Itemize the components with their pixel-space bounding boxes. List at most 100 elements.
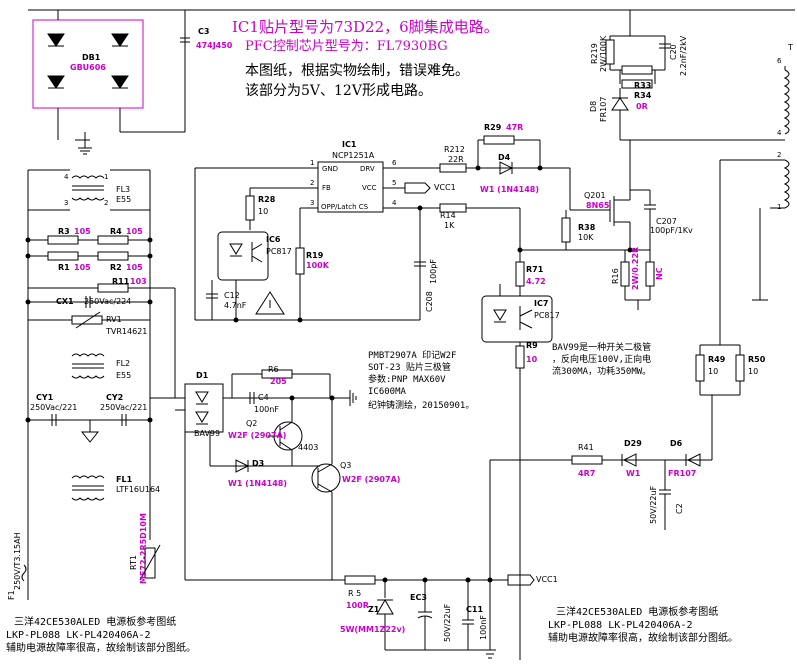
ec3-value: 50V/22uF xyxy=(443,603,452,642)
c12-value: 4.7nF xyxy=(224,301,247,310)
r33-ref: R33 xyxy=(634,81,652,90)
r6-value: 205 xyxy=(270,377,287,386)
c20-value: 2.2nF/2kV xyxy=(679,35,688,76)
r28-value: 10 xyxy=(258,207,269,216)
c11-value: 100nF xyxy=(479,615,488,640)
bav99-note-line3: 流300MA，功耗350MW。 xyxy=(552,367,652,377)
footer-right-line1: 三洋42CE530ALED 电源板参考图纸 xyxy=(556,607,719,618)
q2-ref: Q2 xyxy=(246,419,258,428)
r1-value: 105 xyxy=(74,263,91,272)
fl3-ref: FL3 xyxy=(116,185,131,194)
ic1-ref: IC1 xyxy=(342,140,357,149)
fl3-pin3: 3 xyxy=(64,199,69,207)
rt1-ref: RT1 xyxy=(129,555,138,570)
r71-value: 4.72 xyxy=(526,277,546,286)
fl2-ref: FL2 xyxy=(116,359,131,368)
c4-ref: C4 xyxy=(258,393,269,402)
r11-value: 103 xyxy=(130,277,147,286)
c3-ref: C3 xyxy=(198,27,210,36)
r14-value: 1K xyxy=(444,221,455,230)
ic1-pin-gnd: GND xyxy=(322,165,339,173)
r50-ref: R50 xyxy=(748,355,766,364)
r5-value: 100R xyxy=(346,601,369,610)
ec3-ref: EC3 xyxy=(410,593,427,602)
ic6-value: PC817 xyxy=(266,247,292,256)
c207-ref: C207 xyxy=(656,217,677,226)
r50-value: 10 xyxy=(748,367,759,376)
r4-ref: R4 xyxy=(110,227,122,236)
d6-value: FR107 xyxy=(668,469,697,478)
c2-value: 50V/22uF xyxy=(649,485,658,524)
r38-value: 10K xyxy=(578,233,594,242)
c3-value: 474J450 xyxy=(196,41,233,50)
q201-ref: Q201 xyxy=(584,191,606,200)
r212-value: 22R xyxy=(448,155,464,164)
c2-ref: C2 xyxy=(675,503,684,514)
ic1-box xyxy=(317,161,384,213)
z1-ref: Z1 xyxy=(368,605,380,614)
r9-ref: R9 xyxy=(526,341,538,350)
t-pin6: 6 xyxy=(777,57,782,65)
d1-value: BAV99 xyxy=(194,429,221,438)
ic1-pin2-num: 2 xyxy=(310,179,315,187)
r5-ref: R 5 xyxy=(348,589,362,598)
ic7-ref: IC7 xyxy=(534,299,549,308)
f1-ref: F1 xyxy=(7,590,16,600)
t-pin4: 4 xyxy=(777,129,782,137)
c20-ref: C20 xyxy=(669,44,678,60)
note-circuit-purpose: 该部分为5V、12V形成电路。 xyxy=(245,83,432,99)
ic1-pin4-num: 4 xyxy=(392,199,397,207)
bridge-rectifier-box xyxy=(32,19,144,109)
r2-ref: R2 xyxy=(110,263,122,272)
d3-ref: D3 xyxy=(252,459,265,468)
ic1-pin-opp: OPP/Latch CS xyxy=(321,203,369,211)
r16-ref: R16 xyxy=(611,268,620,284)
note-drawing-disclaimer: 本图纸，根据实物绘制，错误难免。 xyxy=(245,63,469,79)
rt1-value: MF72-2R5D10M xyxy=(139,513,148,584)
d8-ref: D8 xyxy=(589,100,598,112)
fl1-value: LTF16U164 xyxy=(116,485,161,494)
footer-left-line1: 三洋42CE530ALED 电源板参考图纸 xyxy=(14,617,177,628)
d29-ref: D29 xyxy=(624,439,642,448)
fl3-pin1: 1 xyxy=(104,173,109,181)
q3-value: W2F (2907A) xyxy=(342,475,401,484)
transistor-note-line5: 纪钟铸测绘，20150901。 xyxy=(368,401,475,411)
r212-ref: R212 xyxy=(444,145,465,154)
c11-ref: C11 xyxy=(466,605,484,614)
fl2-value: E55 xyxy=(116,371,132,380)
d6-ref: D6 xyxy=(670,439,683,448)
r41-ref: R41 xyxy=(578,443,594,452)
vcc1-top-label: VCC1 xyxy=(434,183,456,192)
d4-value: W1 (1N4148) xyxy=(480,185,540,194)
footer-right-line3: 辅助电源故障率很高，故绘制该部分图纸。 xyxy=(548,633,738,644)
note-pfc-chip: PFC控制芯片型号为：FL7930BG xyxy=(245,39,448,54)
r19-ref: R19 xyxy=(306,251,324,260)
nc-label: NC xyxy=(655,267,664,280)
rv1-value: TVR14621 xyxy=(106,327,148,336)
q3-ref: Q3 xyxy=(340,461,352,470)
r3-value: 105 xyxy=(74,227,91,236)
bav99-note-line1: BAV99是一种开关二极管 xyxy=(552,343,652,353)
r29-ref: R29 xyxy=(484,123,502,132)
d1-ref: D1 xyxy=(196,371,209,380)
ic1-pin-vcc: VCC xyxy=(362,184,377,192)
r34-value: 0R xyxy=(636,102,648,111)
transistor-note-line3: 参数:PNP MAX60V xyxy=(368,375,446,385)
r41-value: 4R7 xyxy=(578,469,596,478)
fl1-ref: FL1 xyxy=(116,475,133,484)
note-ic1-type: IC1贴片型号为73D22，6脚集成电路。 xyxy=(232,18,499,36)
ic1-part: NCP1251A xyxy=(332,151,375,160)
d3-value: W1 (1N4148) xyxy=(228,479,288,488)
d8-value: FR107 xyxy=(599,96,608,122)
transistor-note-line2: SOT-23 贴片三极管 xyxy=(368,363,451,373)
ic1-pin-drv: DRV xyxy=(360,165,375,173)
r9-value: 10 xyxy=(526,355,538,364)
cy1-ref: CY1 xyxy=(36,393,54,402)
fl3-value: E55 xyxy=(116,195,132,204)
bav99-note-line2: ，反向电压100V,正向电 xyxy=(552,355,652,365)
c207-value: 100pF/1Kv xyxy=(650,226,693,235)
r49-value: 10 xyxy=(708,367,719,376)
r38-ref: R38 xyxy=(578,223,596,232)
fl3-pin4: 4 xyxy=(64,173,69,181)
